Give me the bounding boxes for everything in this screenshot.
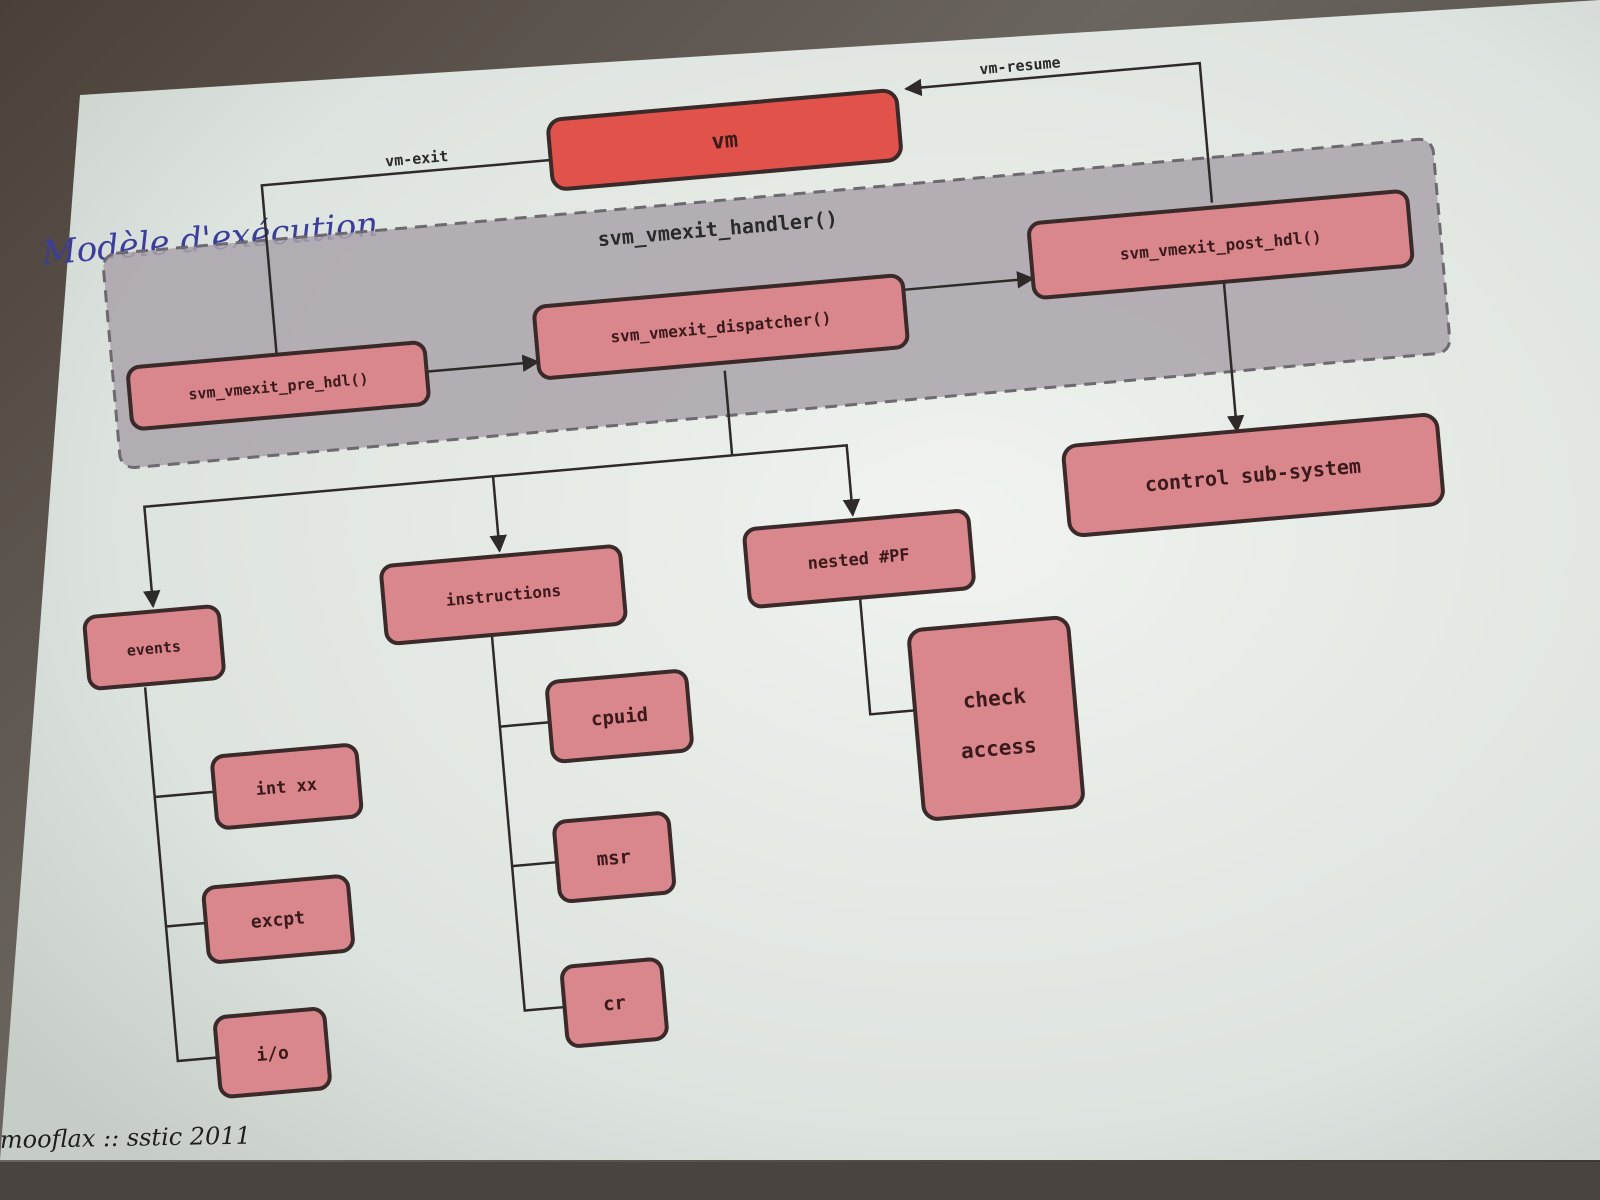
slide-content: Modèle d'exécution svm_vmexit_handler() xyxy=(39,53,1452,1099)
node-dispatcher: svm_vmexit_dispatcher() xyxy=(532,273,910,380)
node-cr-label: cr xyxy=(602,992,627,1016)
node-io: i/o xyxy=(213,1007,332,1099)
node-int-xx: int xx xyxy=(210,743,364,830)
edge-events-int xyxy=(154,790,215,799)
node-vm-label: vm xyxy=(710,128,739,155)
edge-instructions-cpuid xyxy=(499,721,550,728)
edge-label-vm-exit: vm-exit xyxy=(384,147,449,170)
node-check-access-line1: check xyxy=(962,684,1027,713)
edge-events-tree xyxy=(143,687,218,1063)
node-control: control sub-system xyxy=(1061,413,1445,538)
edge-events-excpt xyxy=(165,921,207,928)
node-excpt: excpt xyxy=(201,874,355,964)
node-events: events xyxy=(82,604,226,691)
slide-footer: mooflax :: sstic 2011 xyxy=(0,1122,251,1154)
node-cr: cr xyxy=(560,957,669,1048)
edge-to-instructions xyxy=(489,476,507,553)
edge-dispatcher-to-post xyxy=(903,271,1035,292)
node-cpuid-label: cpuid xyxy=(590,704,649,731)
edge-nested-pf-tree xyxy=(858,594,916,716)
node-cpuid: cpuid xyxy=(545,669,694,764)
node-msr: msr xyxy=(552,811,676,904)
edge-to-nested-pf xyxy=(732,443,861,517)
node-check-access: check access xyxy=(907,615,1085,821)
node-instructions: instructions xyxy=(379,544,628,646)
edge-post-hdl-to-vm xyxy=(904,61,1214,203)
edge-post-to-control xyxy=(1222,281,1245,434)
edge-instructions-tree xyxy=(490,631,565,1012)
edge-dispatcher-trunk xyxy=(723,370,734,456)
edges xyxy=(143,61,1245,1063)
node-post-hdl: svm_vmexit_post_hdl() xyxy=(1027,189,1415,300)
edge-to-events xyxy=(143,454,733,609)
node-nested-pf: nested #PF xyxy=(742,509,976,609)
node-pre-hdl: svm_vmexit_pre_hdl() xyxy=(126,340,431,431)
screen-bottom-edge xyxy=(0,1162,1600,1200)
edge-pre-to-dispatcher xyxy=(426,354,540,373)
edge-vm-to-pre-hdl xyxy=(260,158,551,377)
node-vm: vm xyxy=(546,88,903,191)
node-msr-label: msr xyxy=(596,846,632,871)
node-excpt-label: excpt xyxy=(250,907,306,933)
edge-instructions-msr xyxy=(511,860,558,868)
node-io-label: i/o xyxy=(255,1042,289,1066)
node-events-label: events xyxy=(126,637,182,660)
